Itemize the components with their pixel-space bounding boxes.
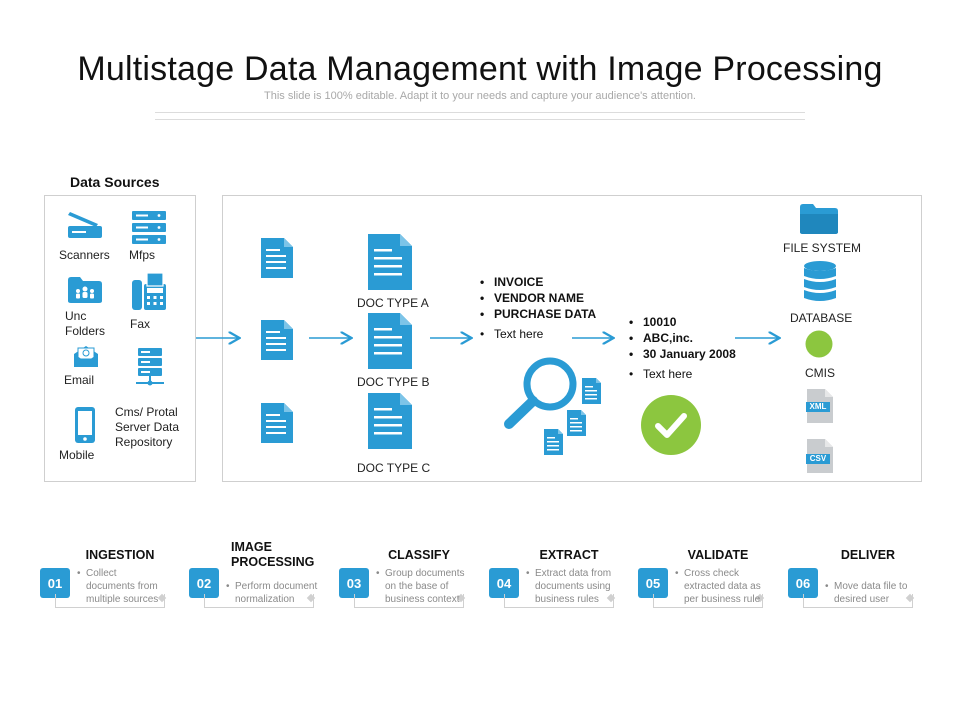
step-description: • Collect documents from multiple sources — [77, 567, 177, 606]
shared-folder-icon — [68, 277, 102, 303]
raw-document-icon-1 — [261, 238, 293, 278]
doc-type-b-icon — [368, 313, 412, 369]
doc-type-c-icon — [368, 393, 412, 449]
step-description-text: Move data file to desired user — [834, 581, 908, 605]
output-label-file-system: FILE SYSTEM — [783, 241, 862, 255]
email-icon — [74, 346, 98, 367]
step-bullet: • — [526, 568, 530, 579]
doc-type-a-label: DOC TYPE A — [357, 296, 429, 310]
step-bullet: • — [376, 568, 380, 579]
step-bracket — [204, 594, 314, 608]
raw-document-icon-2 — [261, 320, 293, 360]
step-number-badge: 04 — [489, 568, 519, 598]
repository-server-icon — [136, 348, 164, 386]
step-title: CLASSIFY — [388, 548, 450, 562]
step-description: • Move data file to desired user — [825, 580, 925, 606]
output-label-cmis: CMIS — [805, 366, 835, 380]
scanner-icon — [68, 212, 102, 238]
output-label-database: DATABASE — [790, 311, 853, 325]
step-description-text: Cross check extracted data as per busine… — [684, 568, 761, 605]
step-description-text: Perform document normalization — [235, 581, 318, 605]
data-sources-heading: Data Sources — [70, 174, 160, 190]
source-label-mobile: Mobile — [59, 448, 95, 462]
title-divider-bottom — [155, 119, 805, 120]
mobile-phone-icon — [75, 407, 95, 443]
doc-type-c-label: DOC TYPE C — [357, 461, 431, 475]
extracted-field-placeholder: Text here — [478, 326, 596, 342]
step-bullet: • — [825, 581, 829, 592]
extracted-field: PURCHASE DATA — [478, 306, 596, 322]
step-title: VALIDATE — [687, 548, 749, 562]
csv-badge-label: CSV — [809, 454, 827, 463]
source-label-fax: Fax — [130, 317, 151, 331]
step-title: INGESTION — [85, 548, 155, 562]
extracted-field: INVOICE — [478, 274, 596, 290]
extracted-fields-list: INVOICE VENDOR NAME PURCHASE DATA Text h… — [478, 274, 596, 342]
doc-type-b-label: DOC TYPE B — [357, 375, 430, 389]
step-title: DELIVER — [840, 548, 896, 562]
extracted-doc-small-icon — [582, 378, 601, 404]
source-label-cms-repository: Cms/ Protal Server Data Repository — [115, 405, 180, 449]
xml-badge-label: XML — [809, 402, 827, 411]
doc-type-a-icon — [368, 234, 412, 290]
title-divider-top — [155, 112, 805, 113]
mfp-server-icon — [132, 211, 166, 244]
validated-field: 30 January 2008 — [627, 346, 736, 362]
database-icon — [804, 261, 836, 301]
source-label-scanners: Scanners — [59, 248, 110, 262]
step-description: • Extract data from documents using busin… — [526, 567, 626, 606]
step-description: • Group documents on the base of business… — [376, 567, 476, 606]
page-subtitle: This slide is 100% editable. Adapt it to… — [264, 90, 696, 102]
step-bracket — [55, 594, 165, 608]
step-description-text: Collect documents from multiple sources — [86, 568, 159, 605]
step-description: • Cross check extracted data as per busin… — [675, 567, 775, 606]
source-label-mfps: Mfps — [129, 248, 156, 262]
validated-fields-list: 10010 ABC,inc. 30 January 2008 Text here — [627, 314, 736, 382]
step-number-badge: 06 — [788, 568, 818, 598]
step-number-badge: 05 — [638, 568, 668, 598]
step-title: EXTRACT — [539, 548, 599, 562]
step-bracket — [653, 594, 763, 608]
step-number-badge: 03 — [339, 568, 369, 598]
source-label-unc-folders: Unc Folders — [65, 309, 106, 338]
page-title: Multistage Data Management with Image Pr… — [77, 50, 883, 88]
step-description-text: Extract data from documents using busine… — [535, 568, 612, 605]
csv-file-icon: CSV — [806, 438, 834, 474]
validated-field: 10010 — [627, 314, 736, 330]
validated-field-placeholder: Text here — [627, 366, 736, 382]
check-circle-icon — [641, 395, 701, 455]
step-bullet: • — [675, 568, 679, 579]
step-bullet: • — [226, 581, 230, 592]
source-label-email: Email — [64, 373, 95, 387]
validated-field: ABC,inc. — [627, 330, 736, 346]
step-bracket — [803, 594, 913, 608]
fax-icon — [132, 272, 166, 310]
folder-icon — [800, 204, 838, 234]
step-bracket — [354, 594, 464, 608]
data-sources-box — [44, 195, 196, 482]
step-bullet: • — [77, 568, 81, 579]
raw-document-icon-3 — [261, 403, 293, 443]
xml-file-icon: XML — [806, 388, 834, 424]
extracted-field: VENDOR NAME — [478, 290, 596, 306]
step-title: IMAGE PROCESSING — [231, 540, 315, 569]
cmis-circle-icon — [805, 330, 833, 358]
magnifier-search-icon — [504, 357, 601, 455]
step-bracket — [504, 594, 614, 608]
step-number-badge: 02 — [189, 568, 219, 598]
step-description-text: Group documents on the base of business … — [385, 568, 465, 605]
step-description: • Perform document normalization — [226, 580, 326, 606]
step-number-badge: 01 — [40, 568, 70, 598]
